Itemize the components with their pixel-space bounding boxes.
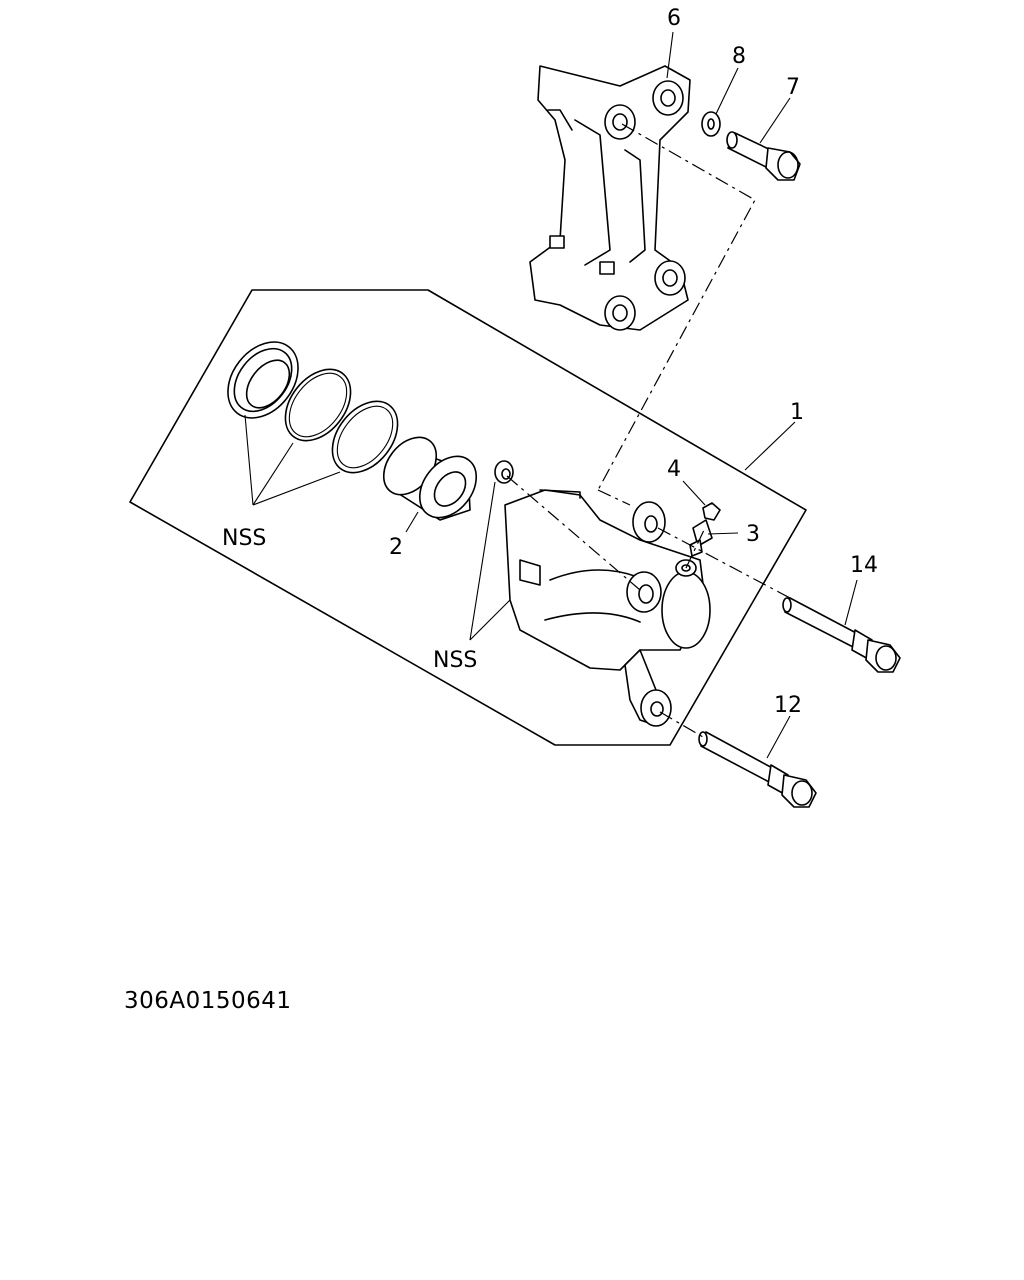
callout-12: 12 — [774, 693, 802, 718]
caliper-housing — [504, 489, 711, 727]
callout-nss-right: NSS — [433, 648, 477, 673]
washer — [701, 111, 721, 137]
bracket-bolt — [726, 131, 801, 181]
bushing-seal — [494, 460, 514, 484]
piston — [382, 436, 478, 521]
bleeder-cap — [702, 502, 721, 521]
callout-6: 6 — [667, 6, 681, 31]
leader-lines — [244, 31, 858, 759]
callout-2: 2 — [389, 535, 403, 560]
callout-4: 4 — [667, 457, 681, 482]
piston-boot — [227, 341, 299, 419]
center-lines — [506, 123, 791, 738]
callout-14: 14 — [850, 553, 878, 578]
guide-bolt-upper — [782, 597, 901, 673]
snap-ring — [284, 368, 352, 442]
drawing-code: 306A0150641 — [124, 988, 292, 1014]
piston-seal — [331, 400, 399, 474]
callout-7: 7 — [786, 75, 800, 100]
guide-bolt-lower — [698, 731, 817, 808]
callout-nss-left: NSS — [222, 526, 266, 551]
callout-3: 3 — [746, 522, 760, 547]
callout-8: 8 — [732, 44, 746, 69]
assembly-boundary — [129, 289, 807, 746]
callout-1: 1 — [790, 400, 804, 425]
caliper-bracket — [529, 65, 691, 331]
